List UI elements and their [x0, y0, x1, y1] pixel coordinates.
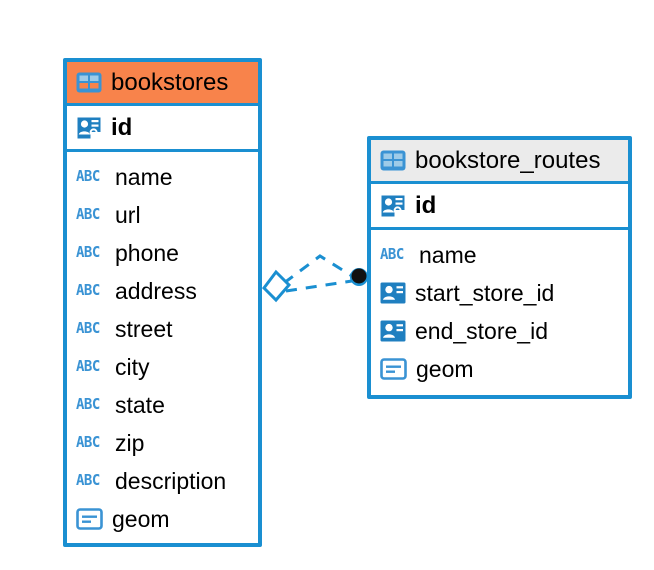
field-label: geom [416, 355, 474, 382]
foreign-key-icon [380, 282, 406, 304]
relationship-diamond-marker [262, 269, 292, 303]
relationship-circle-marker [351, 268, 367, 284]
field-row-phone[interactable]: ABC phone [67, 234, 258, 272]
field-row-street[interactable]: ABC street [67, 310, 258, 348]
field-label: start_store_id [415, 279, 555, 306]
primary-key-label: id [111, 113, 133, 141]
field-row-zip[interactable]: ABC zip [67, 424, 258, 462]
entity-title: bookstores [111, 68, 229, 96]
field-label: name [115, 163, 173, 190]
field-label: state [115, 391, 165, 418]
field-row-city[interactable]: ABC city [67, 348, 258, 386]
primary-key-icon [380, 194, 406, 218]
abc-text-icon: ABC [76, 244, 100, 262]
abc-text-icon: ABC [76, 320, 100, 338]
field-label: description [115, 467, 227, 494]
field-label: name [419, 241, 477, 268]
field-row-name[interactable]: ABC name [371, 236, 628, 274]
entity-field-list-bookstores: ABC name ABC url ABC phone ABC address A… [67, 152, 258, 544]
entity-primary-key-row-bookstores[interactable]: id [67, 106, 258, 152]
primary-key-icon [76, 116, 102, 140]
geometry-icon [380, 358, 407, 380]
entity-title: bookstore_routes [415, 146, 601, 174]
abc-text-icon: ABC [76, 434, 100, 452]
abc-text-icon: ABC [76, 206, 100, 224]
relationship-line-upper [283, 254, 353, 285]
abc-text-icon: ABC [76, 168, 100, 186]
foreign-key-icon [380, 320, 406, 342]
field-row-geom[interactable]: geom [371, 350, 628, 388]
field-label: address [115, 277, 197, 304]
table-grid-icon [76, 72, 102, 93]
primary-key-label: id [415, 191, 437, 219]
entity-header-bookstores[interactable]: bookstores [67, 62, 258, 106]
field-label: street [115, 315, 173, 342]
field-label: url [115, 201, 141, 228]
entity-primary-key-row-bookstore-routes[interactable]: id [371, 184, 628, 230]
relationship-circle-ring [350, 268, 368, 286]
table-grid-icon [380, 150, 406, 171]
relationship-line-lower [285, 279, 353, 293]
abc-text-icon: ABC [76, 282, 100, 300]
geometry-icon [76, 508, 103, 530]
entity-table-bookstores[interactable]: bookstores id [63, 58, 262, 547]
field-label: end_store_id [415, 317, 548, 344]
entity-table-bookstore-routes[interactable]: bookstore_routes id [367, 136, 632, 399]
field-label: city [115, 353, 150, 380]
field-row-description[interactable]: ABC description [67, 462, 258, 500]
abc-text-icon: ABC [76, 472, 100, 490]
entity-field-list-bookstore-routes: ABC name start_store_id [371, 230, 628, 394]
field-row-name[interactable]: ABC name [67, 158, 258, 196]
abc-text-icon: ABC [76, 358, 100, 376]
field-row-url[interactable]: ABC url [67, 196, 258, 234]
field-row-start-store-id[interactable]: start_store_id [371, 274, 628, 312]
field-label: geom [112, 505, 170, 532]
field-label: phone [115, 239, 179, 266]
field-label: zip [115, 429, 145, 456]
abc-text-icon: ABC [380, 246, 404, 264]
entity-header-bookstore-routes[interactable]: bookstore_routes [371, 140, 628, 184]
field-row-state[interactable]: ABC state [67, 386, 258, 424]
field-row-end-store-id[interactable]: end_store_id [371, 312, 628, 350]
field-row-address[interactable]: ABC address [67, 272, 258, 310]
field-row-geom[interactable]: geom [67, 500, 258, 538]
abc-text-icon: ABC [76, 396, 100, 414]
